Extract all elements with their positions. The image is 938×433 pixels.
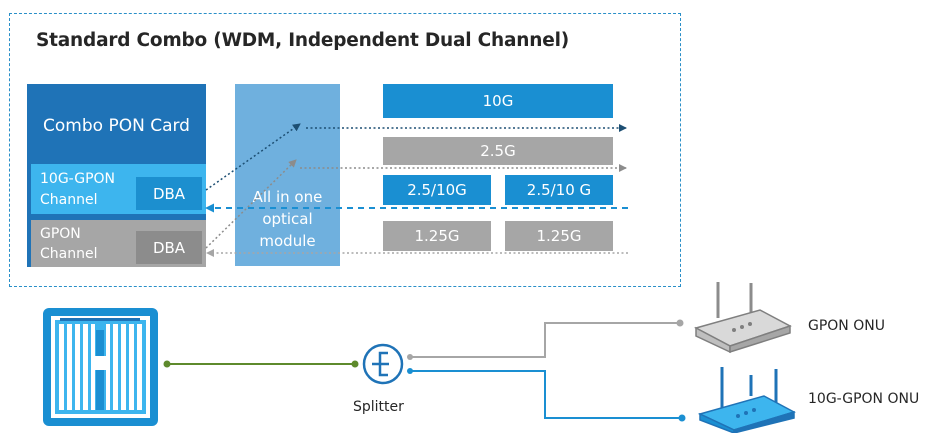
rate-bar-2-5-10g-a: 2.5/10G xyxy=(383,175,491,205)
card-title: Combo PON Card xyxy=(43,116,190,136)
module-line2: optical xyxy=(262,210,313,228)
optical-module xyxy=(235,84,340,266)
channel-10g-line2: Channel xyxy=(40,192,98,208)
rate-bar-2-5-10g-b: 2.5/10 G xyxy=(505,175,613,205)
fiber-to-10g-onu xyxy=(407,368,686,422)
channel-10g-line1: 10G-GPON xyxy=(40,171,116,187)
combo-frame xyxy=(9,13,681,287)
module-line3: module xyxy=(259,232,316,250)
10g-gpon-onu-label: 10G-GPON ONU xyxy=(808,391,920,407)
channel-gpon-line2: Channel xyxy=(40,246,98,262)
diagram-title: Standard Combo (WDM, Independent Dual Ch… xyxy=(36,30,569,51)
dba-10g-box: DBA xyxy=(136,177,202,210)
splitter-icon xyxy=(362,343,404,385)
gpon-onu-label: GPON ONU xyxy=(808,318,885,334)
downstream-gpon-arrow xyxy=(205,159,627,249)
module-line1: All in one xyxy=(252,188,323,206)
rate-bar-2-5g: 2.5G xyxy=(383,137,613,165)
optical-module-label: All in one optical module xyxy=(235,186,340,252)
10g-gpon-onu-router-icon xyxy=(697,367,796,433)
dba-gpon-box: DBA xyxy=(136,231,202,264)
olt-chassis-icon xyxy=(43,308,158,426)
fiber-to-gpon-onu xyxy=(407,319,684,360)
rate-bar-1-25g-b: 1.25G xyxy=(505,221,613,251)
splitter-label: Splitter xyxy=(353,399,404,415)
channel-gpon-line1: GPON xyxy=(40,226,81,242)
gpon-onu-router-icon xyxy=(693,282,792,354)
downstream-10g-arrow xyxy=(205,123,627,191)
rate-bar-10g: 10G xyxy=(383,84,613,118)
fiber-end-dot-left xyxy=(163,360,171,368)
fiber-end-dot-right xyxy=(351,360,359,368)
rate-bar-1-25g-a: 1.25G xyxy=(383,221,491,251)
